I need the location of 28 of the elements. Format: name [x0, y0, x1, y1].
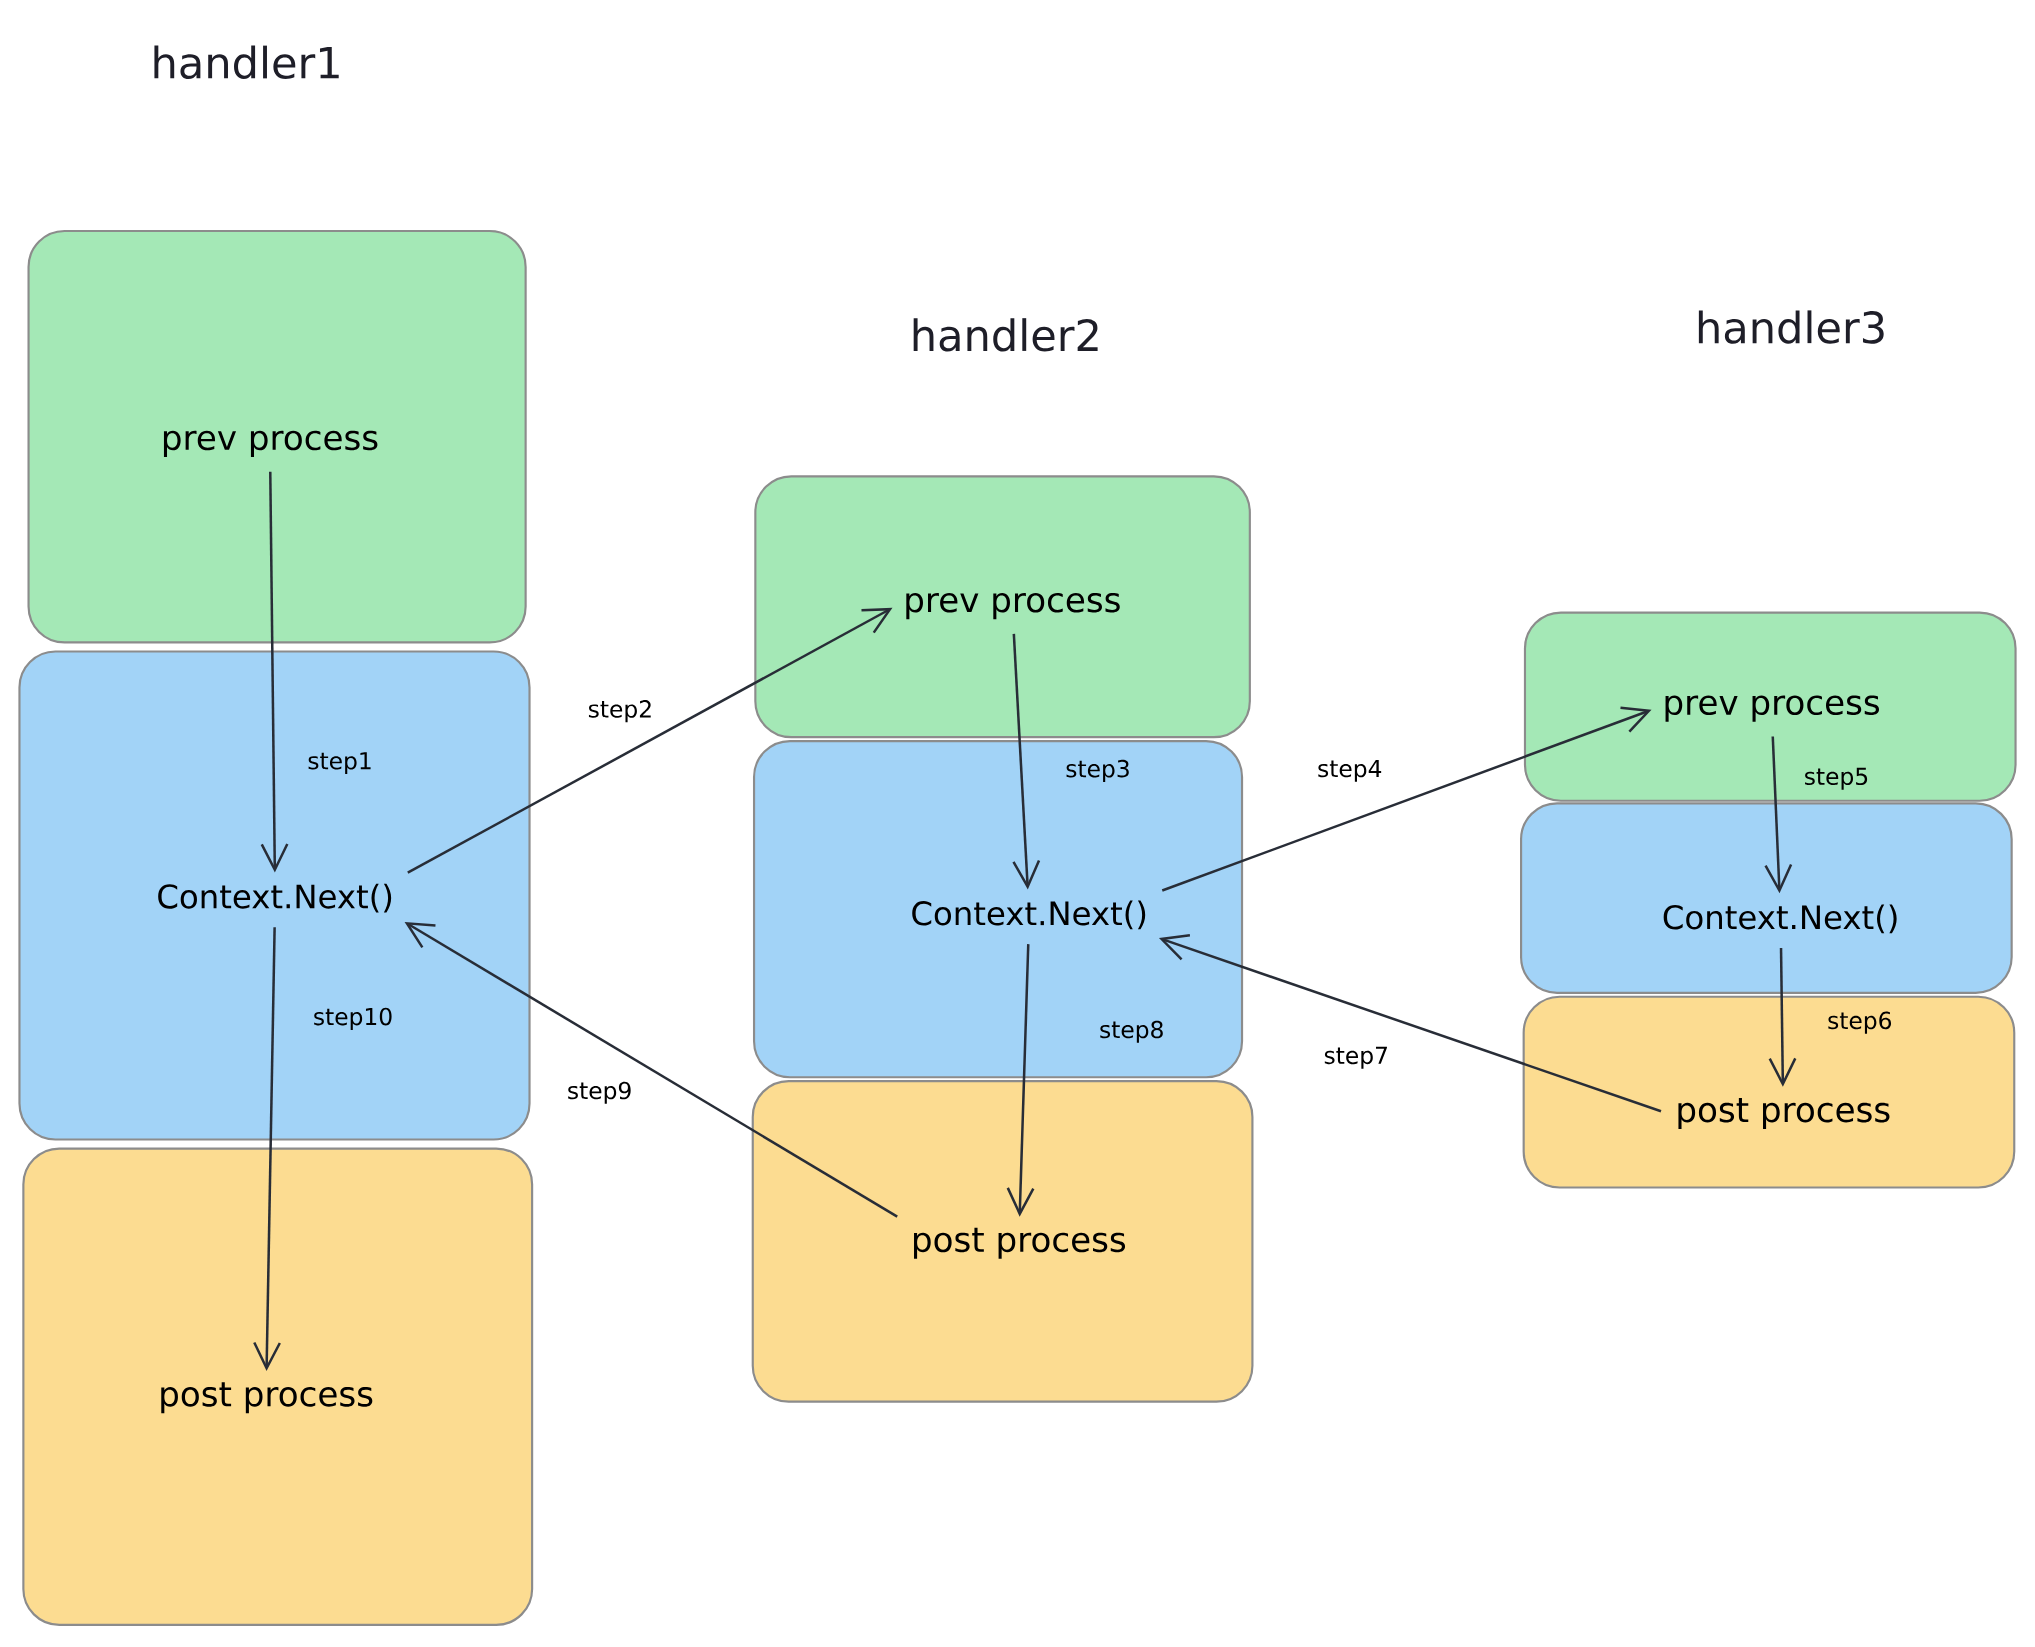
arrow: [1006, 944, 1035, 1217]
arrow: [253, 927, 281, 1372]
arrow: [404, 921, 898, 1218]
edge-label: step8: [1100, 1020, 1163, 1043]
heading: handler1: [154, 45, 339, 79]
edge-label: step3: [1066, 759, 1129, 783]
arrow: [1012, 633, 1041, 890]
arrow: [260, 471, 289, 873]
edge-label: step7: [1324, 1046, 1387, 1069]
arrow: [1161, 706, 1652, 892]
edge-label: step5: [1805, 767, 1868, 790]
process-box: prev process: [754, 475, 1251, 739]
edge-label: step2: [588, 700, 651, 723]
heading: handler3: [1698, 310, 1884, 344]
edge-label: step10: [314, 1007, 392, 1030]
edge-label: step1: [308, 752, 371, 775]
process-box: Context.Next(): [1520, 802, 2013, 994]
arrow: [407, 607, 893, 874]
heading: handler2: [913, 318, 1098, 352]
process-box: post process: [751, 1080, 1254, 1403]
edge-label: step6: [1828, 1011, 1892, 1034]
arrow: [1764, 736, 1793, 894]
arrow: [1768, 948, 1797, 1087]
edge-label: step4: [1318, 760, 1382, 782]
process-box: prev process: [27, 229, 527, 644]
process-box: post process: [22, 1147, 534, 1626]
edge-label: step9: [568, 1081, 631, 1104]
arrow: [1158, 934, 1662, 1113]
